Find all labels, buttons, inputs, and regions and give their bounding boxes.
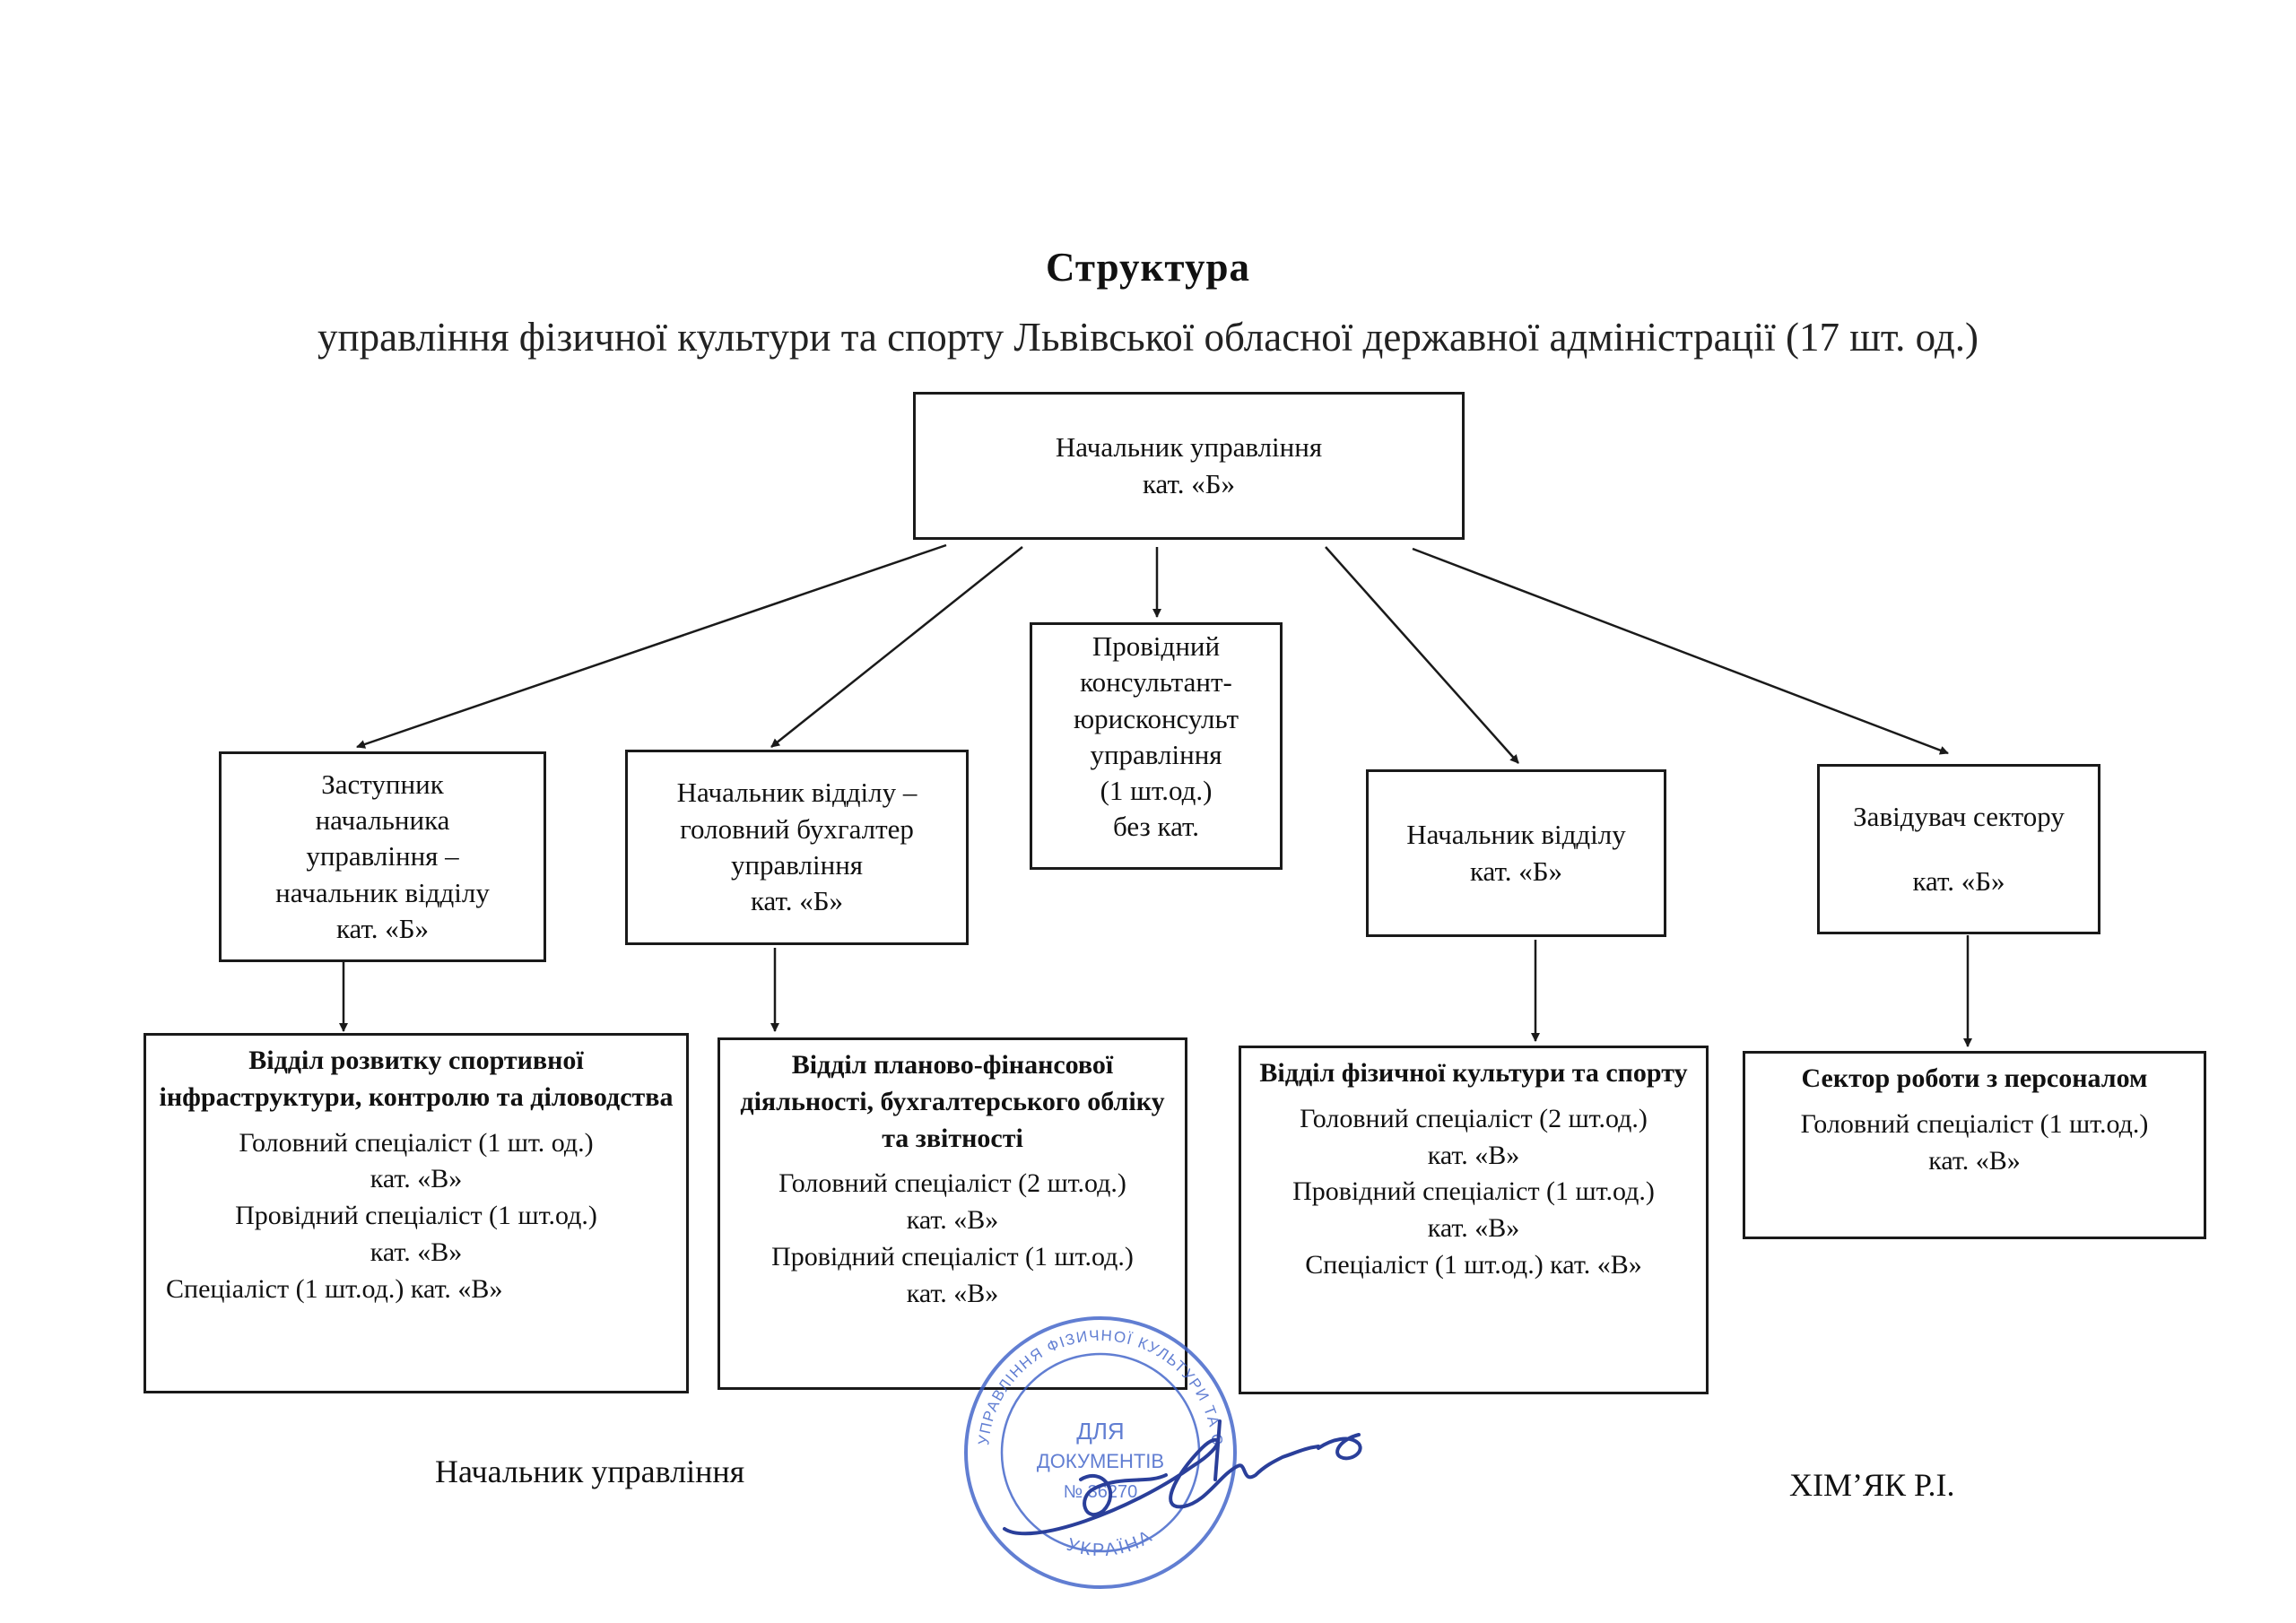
department-staff-line: Спеціаліст (1 шт.од.) кат. «В» [1305,1249,1642,1280]
department-title: Відділ планово-фінансової діяльності, бу… [740,1050,1165,1153]
department-staff-line: Головний спеціаліст (2 шт.од.) [1300,1103,1648,1133]
department-staff-line: Головний спеціаліст (1 шт.од.) [1800,1108,2149,1139]
accountant-line: кат. «Б» [750,885,844,917]
department-box: Відділ планово-фінансової діяльності, бу… [718,1037,1187,1390]
connector-head-to-dept-head [1325,546,1519,764]
head-line: кат. «Б» [1142,467,1236,499]
department-staff-line: кат. «В» [370,1237,463,1267]
department-staff-line: Головний спеціаліст (1 шт. од.) [239,1127,594,1158]
deputy-line: начальника [315,804,450,837]
department-staff-line: кат. «В» [1427,1140,1520,1170]
consultant-line: юрисконсульт [1073,702,1239,734]
department-staff-line: кат. «В» [1427,1213,1520,1244]
consultant-line: без кат. [1112,811,1199,843]
dept-head-box: Начальник відділу кат. «Б» [1366,769,1666,937]
consultant-line: (1 шт.од.) [1100,775,1213,807]
official-seal: УПРАВЛІННЯ ФІЗИЧНОЇ КУЛЬТУРИ ТА СПОРТУ Л… [952,1305,1237,1589]
department-box: Відділ фізичної культури та спорту Голов… [1239,1046,1709,1394]
accountant-line: управління [730,849,864,881]
department-staff-line: Провідний спеціаліст (1 шт.од.) [771,1241,1134,1271]
svg-text:ДЛЯ: ДЛЯ [1076,1418,1124,1445]
department-staff-line: кат. «В» [906,1278,999,1308]
consultant-box: Провідний консультант- юрисконсульт упра… [1030,622,1283,870]
deputy-line: Заступник [321,768,444,800]
department-title: Відділ розвитку спортивної інфраструктур… [159,1046,674,1112]
connector-head-to-sector-head [1412,547,1949,755]
deputy-line: управління – [306,840,459,872]
signatory-name: ХІМ’ЯК Р.І. [1789,1467,1955,1503]
deputy-line: кат. «Б» [335,912,430,944]
department-title: Сектор роботи з персоналом [1801,1063,2148,1093]
department-staff-line: Спеціаліст (1 шт.од.) кат. «В» [166,1273,503,1304]
department-staff-line: кат. «В» [370,1164,463,1194]
head-box: Начальник управління кат. «Б» [913,392,1465,540]
department-staff-line: кат. «В» [906,1205,999,1236]
sector-head-line: кат. «Б» [1912,865,2005,897]
consultant-line: консультант- [1080,666,1232,699]
page-subtitle: управління фізичної культури та спорту Л… [317,315,1979,360]
accountant-line: головний бухгалтер [680,812,914,845]
department-staff-line: Провідний спеціаліст (1 шт.од.) [1292,1176,1655,1207]
sector-head-box: Завідувач сектору кат. «Б» [1817,764,2100,934]
connector-head-to-deputy [356,543,947,749]
department-box: Відділ розвитку спортивної інфраструктур… [144,1033,689,1393]
connector-head-to-accountant [770,546,1023,748]
dept-head-line: кат. «Б» [1469,855,1563,887]
head-line: Начальник управління [1055,431,1323,464]
department-title: Відділ фізичної культури та спорту [1259,1058,1688,1088]
dept-head-line: Начальник відділу [1406,819,1626,851]
handwritten-signature [1003,1419,1362,1536]
department-staff-line: Головний спеціаліст (2 шт.од.) [778,1168,1126,1199]
deputy-line: начальник відділу [275,876,490,908]
department-box: Сектор роботи з персоналом Головний спец… [1743,1051,2206,1239]
consultant-line: управління [1090,738,1222,770]
page-title: Структура [1046,245,1250,290]
department-staff-line: Провідний спеціаліст (1 шт.од.) [235,1201,597,1231]
sector-head-line: Завідувач сектору [1853,800,2065,832]
svg-text:ДОКУМЕНТІВ: ДОКУМЕНТІВ [1037,1450,1164,1472]
accountant-box: Начальник відділу – головний бухгалтер у… [625,750,969,945]
accountant-line: Начальник відділу – [676,777,918,809]
consultant-line: Провідний [1091,630,1221,662]
department-staff-line: кат. «В» [1928,1145,2021,1176]
signatory-position: Начальник управління [435,1454,745,1489]
svg-text:№ 36270: № 36270 [1064,1482,1138,1502]
deputy-box: Заступник начальника управління – началь… [219,751,546,962]
